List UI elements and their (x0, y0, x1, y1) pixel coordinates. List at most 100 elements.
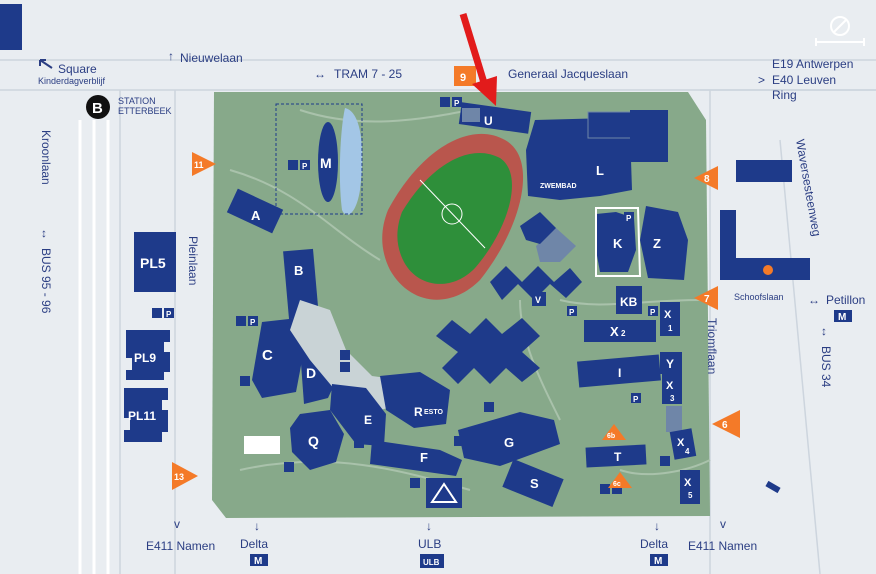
building-x4[interactable] (669, 428, 697, 460)
entrance-8[interactable]: 8 (694, 166, 718, 190)
tent (244, 436, 280, 454)
label-e: E (364, 413, 372, 427)
svg-text:7: 7 (704, 294, 710, 305)
building-x3[interactable] (662, 374, 682, 404)
building-i[interactable] (577, 354, 661, 388)
building-k[interactable] (596, 212, 636, 272)
building-s[interactable] (502, 458, 564, 508)
building-m[interactable] (318, 122, 338, 202)
label-m: M (320, 155, 332, 171)
station-etterbeek[interactable]: B STATION ETTERBEEK (86, 95, 172, 119)
building-t[interactable] (585, 444, 647, 468)
zigzag-buildings-grey (536, 228, 576, 262)
building-east-1 (736, 160, 792, 182)
car-park-icon (426, 478, 462, 508)
ulb-arrow: ↓ (426, 519, 432, 533)
label-kb: KB (620, 295, 638, 309)
street-delta-right: Delta (640, 537, 668, 551)
label-x4-sub: 4 (685, 447, 690, 456)
building-e[interactable] (330, 384, 386, 446)
metro-icon-petillon: M (834, 310, 852, 323)
building-x2[interactable] (584, 320, 656, 342)
entrance-9[interactable]: 9 (454, 66, 476, 86)
svg-text:M: M (254, 556, 262, 567)
parking-icon-x2: P (567, 306, 577, 317)
parking-icon-m: P (288, 160, 310, 171)
label-q: Q (308, 433, 319, 449)
label-z: Z (653, 236, 661, 251)
railway (78, 120, 110, 574)
parking-icon-resto (484, 402, 494, 412)
svg-text:P: P (650, 308, 656, 317)
parking-icon-tent (284, 462, 294, 472)
zigzag-buildings-west (520, 212, 556, 244)
entrance-13[interactable]: 13 (172, 462, 198, 490)
street-bus95-arrow: ↔ (39, 228, 53, 240)
building-x4-annex (666, 406, 682, 432)
square-arrow-icon (39, 59, 53, 69)
building-z[interactable] (640, 206, 688, 280)
building-east-3 (796, 258, 810, 280)
building-resto[interactable] (380, 372, 450, 428)
label-c: C (262, 347, 273, 364)
corner-building (0, 4, 22, 50)
label-d: D (306, 365, 316, 381)
svg-text:11: 11 (194, 160, 204, 170)
label-x1-sub: 1 (668, 324, 673, 333)
label-t: T (614, 450, 622, 464)
street-e411-right: E411 Namen (688, 539, 757, 553)
street-nieuwelaan-arrow: ↑ (168, 49, 174, 63)
parking-icon-t (600, 484, 622, 494)
parking-icon-g (454, 436, 468, 446)
label-b: B (294, 263, 303, 278)
parking-icons: P P P P P P P P (152, 97, 670, 494)
building-pl11[interactable] (124, 388, 168, 442)
metro-icon-delta-left: M (250, 554, 268, 567)
label-x2: X (610, 324, 619, 339)
building-f[interactable] (370, 440, 462, 476)
delta-right-arrow: ↓ (654, 519, 660, 533)
label-r: R (414, 405, 423, 419)
entrance-6b[interactable]: 6b (602, 424, 626, 440)
street-bus34: BUS 34 (819, 346, 833, 388)
label-x5-sub: 5 (688, 491, 693, 500)
entrance-7[interactable]: 7 (694, 286, 718, 310)
svg-text:8: 8 (704, 174, 710, 185)
label-resto: ESTO (424, 409, 443, 416)
building-kb[interactable] (616, 286, 642, 314)
building-q[interactable] (290, 410, 344, 470)
entrance-11[interactable]: 11 (192, 152, 216, 176)
building-c[interactable] (252, 318, 304, 398)
building-v[interactable] (532, 292, 546, 306)
building-x1[interactable] (660, 302, 680, 336)
street-waverse: Waversesteenweg (793, 138, 824, 237)
building-y[interactable] (660, 352, 682, 374)
label-x5: X (684, 477, 692, 489)
label-i: I (618, 366, 621, 380)
building-g[interactable] (458, 412, 560, 466)
building-b[interactable] (283, 248, 319, 320)
entrance-6c[interactable]: 6c (608, 472, 632, 488)
street-ulb: ULB (418, 537, 441, 551)
building-a[interactable] (226, 188, 284, 234)
building-pl9[interactable] (126, 330, 170, 380)
station-label-1: STATION (118, 96, 156, 106)
label-zwembad: ZWEMBAD (540, 183, 577, 190)
svg-text:6c: 6c (613, 481, 621, 488)
parking-icon-x4 (660, 456, 670, 466)
street-labels: Square Kinderdagverblijf ↑ Nieuwelaan ↔ … (38, 49, 865, 568)
svg-text:9: 9 (460, 72, 466, 84)
e411-left-arrow: v (174, 517, 180, 531)
street-e19: E19 Antwerpen (772, 57, 853, 71)
station-label-2: ETTERBEEK (118, 106, 172, 116)
entrance-6[interactable]: 6 (712, 410, 740, 438)
svg-text:6: 6 (722, 420, 728, 431)
building-x5[interactable] (680, 470, 700, 504)
building-pl5[interactable] (134, 232, 176, 292)
first-aid-icon (763, 265, 773, 275)
svg-text:P: P (302, 162, 308, 171)
label-v: V (535, 295, 541, 305)
street-delta-left: Delta (240, 537, 268, 551)
label-k: K (613, 236, 623, 251)
